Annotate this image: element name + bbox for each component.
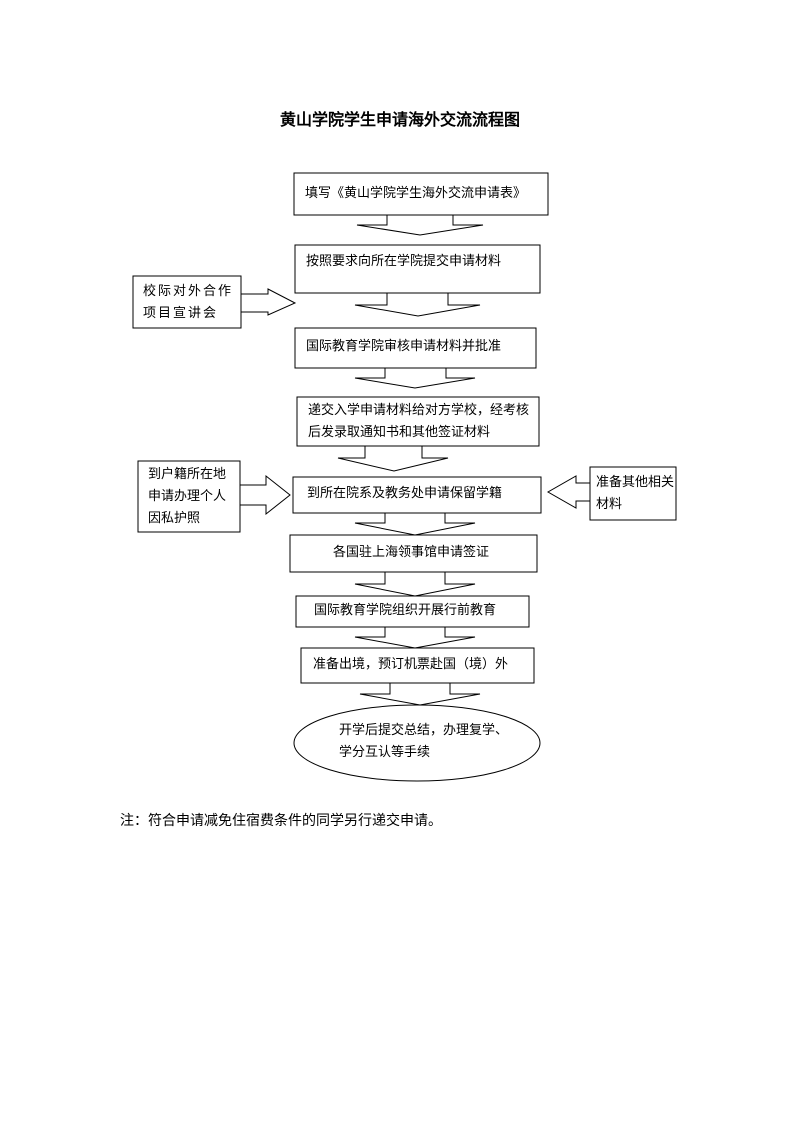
step-box-3 <box>294 327 537 369</box>
down-arrow-1 <box>356 214 484 236</box>
step-box-4 <box>296 396 540 447</box>
side-right-text: 准备其他相关材料 <box>596 475 675 512</box>
side-left-1-text: 校际对外合作项目宣讲会 <box>143 284 234 321</box>
step-1-text: 填写《黄山学院学生海外交流申请表》 <box>305 186 527 201</box>
step-box-1 <box>293 172 549 216</box>
right-arrow-1 <box>240 288 297 316</box>
footnote: 注：符合申请减免住宿费条件的同学另行递交申请。 <box>120 813 442 829</box>
step-9-text: 开学后提交总结，办理复学、学分互认等手续 <box>339 723 509 760</box>
down-arrow-5 <box>354 512 476 536</box>
down-arrow-8 <box>359 682 481 706</box>
step-5-text: 到所在院系及教务处申请保留学籍 <box>307 486 503 501</box>
page-title: 黄山学院学生申请海外交流流程图 <box>279 110 520 129</box>
left-arrow <box>546 475 591 509</box>
step-6-text: 各国驻上海领事馆申请签证 <box>333 545 490 560</box>
down-arrow-3 <box>354 367 476 389</box>
side-box-left-1 <box>132 275 242 329</box>
step-2-text: 按照要求向所在学院提交申请材料 <box>306 254 502 269</box>
step-box-8 <box>300 647 535 684</box>
step-box-5 <box>292 476 542 514</box>
step-3-text: 国际教育学院审核申请材料并批准 <box>306 339 502 354</box>
step-7-text: 国际教育学院组织开展行前教育 <box>314 603 497 618</box>
step-8-text: 准备出境，预订机票赴国（境）外 <box>313 657 509 672</box>
down-arrow-4 <box>337 445 449 472</box>
step-box-7 <box>295 595 530 628</box>
step-ellipse-9 <box>293 704 541 782</box>
step-box-6 <box>289 534 538 573</box>
down-arrow-6 <box>354 571 476 597</box>
down-arrow-7 <box>354 626 476 649</box>
side-left-2-text: 到户籍所在地申请办理个人因私护照 <box>148 467 227 526</box>
right-arrow-2 <box>239 474 291 516</box>
side-box-left-2 <box>137 460 241 533</box>
step-4-text: 递交入学申请材料给对方学校，经考核后发录取通知书和其他签证材料 <box>308 403 530 440</box>
down-arrow-2 <box>354 292 481 317</box>
side-box-right <box>589 466 677 521</box>
